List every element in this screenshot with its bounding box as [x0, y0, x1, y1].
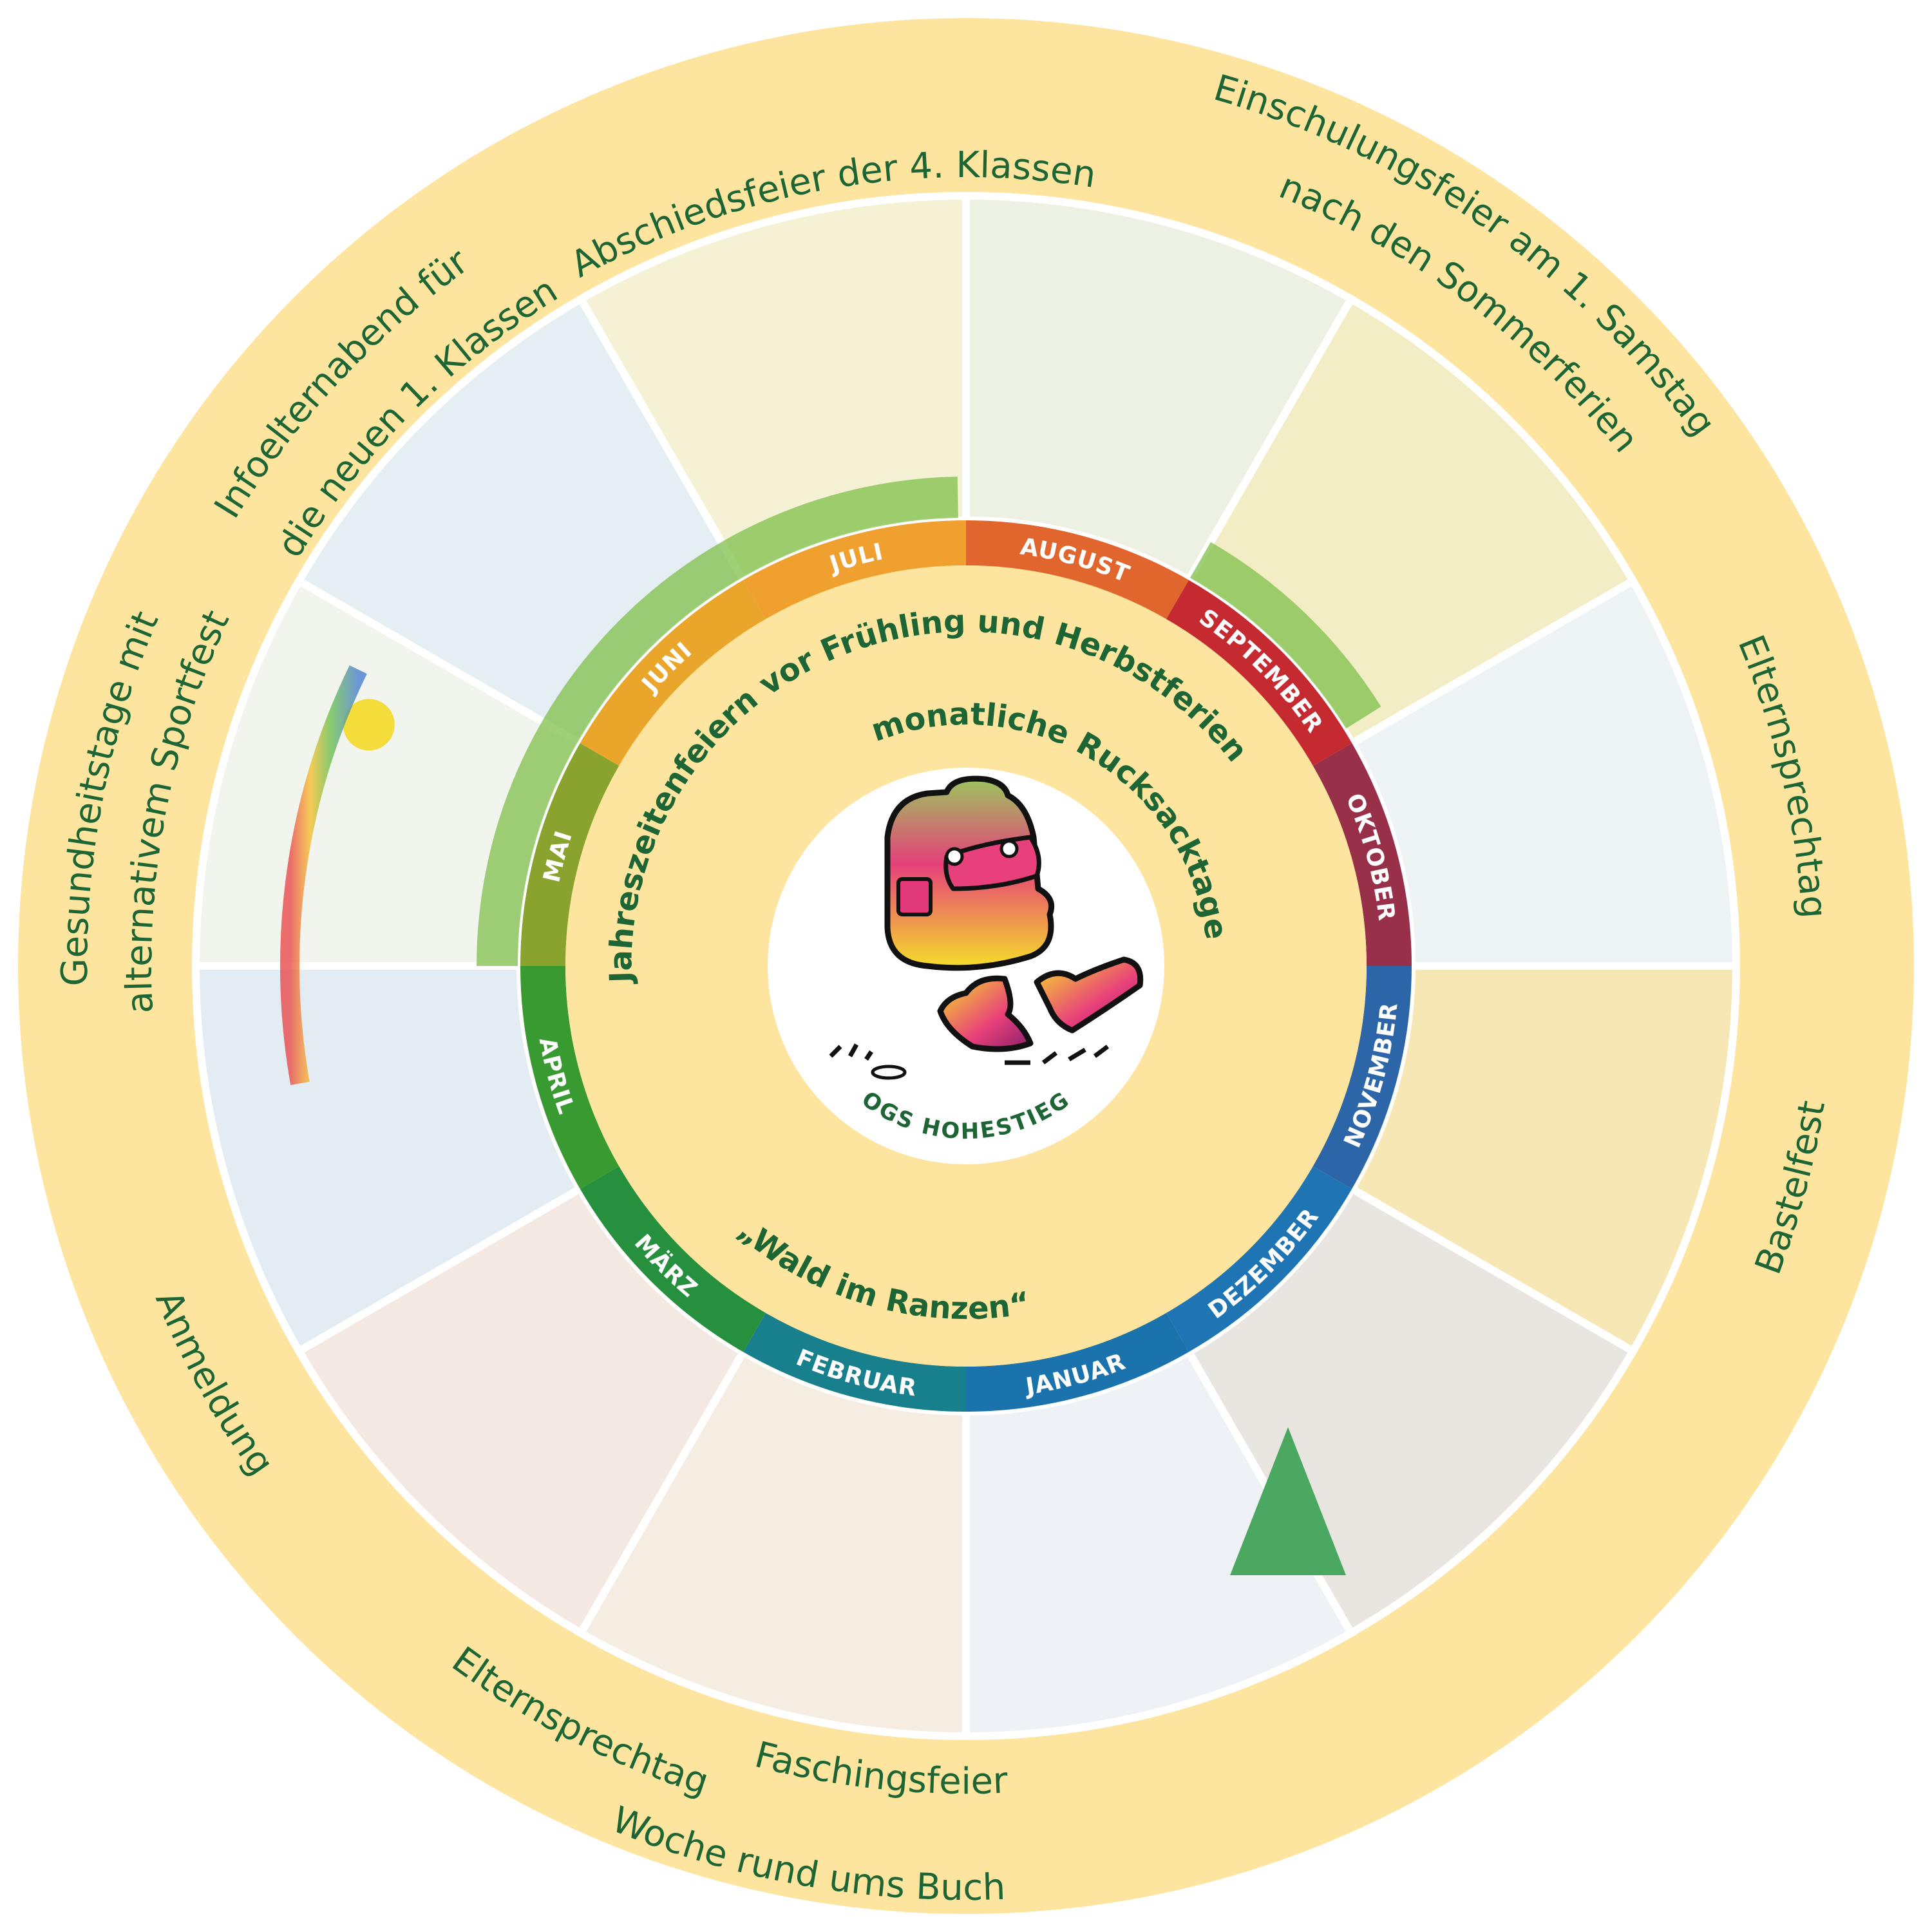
month-band-april [520, 966, 620, 1189]
drawings-ring [191, 191, 1741, 1741]
month-band-juni [580, 580, 766, 766]
month-band-februar [743, 1312, 966, 1412]
month-band-august [966, 520, 1189, 620]
month-band-januar [966, 1312, 1189, 1412]
month-band-september [1166, 580, 1352, 766]
grass-drawing [477, 477, 958, 966]
rainbow-drawing [280, 665, 367, 1085]
sun-drawing-icon [343, 699, 395, 751]
backpack-logo-icon [829, 775, 1144, 1080]
month-band-maerz [580, 1166, 766, 1352]
grass-drawing [1190, 542, 1381, 729]
month-band-juli [743, 520, 966, 620]
christmas-tree-drawing-icon [1230, 1427, 1346, 1576]
month-band-oktober [1312, 743, 1412, 966]
month-band-dezember [1166, 1166, 1352, 1352]
month-band-november [1312, 966, 1412, 1189]
months-ring [520, 520, 1412, 1412]
month-band-mai [520, 743, 620, 966]
